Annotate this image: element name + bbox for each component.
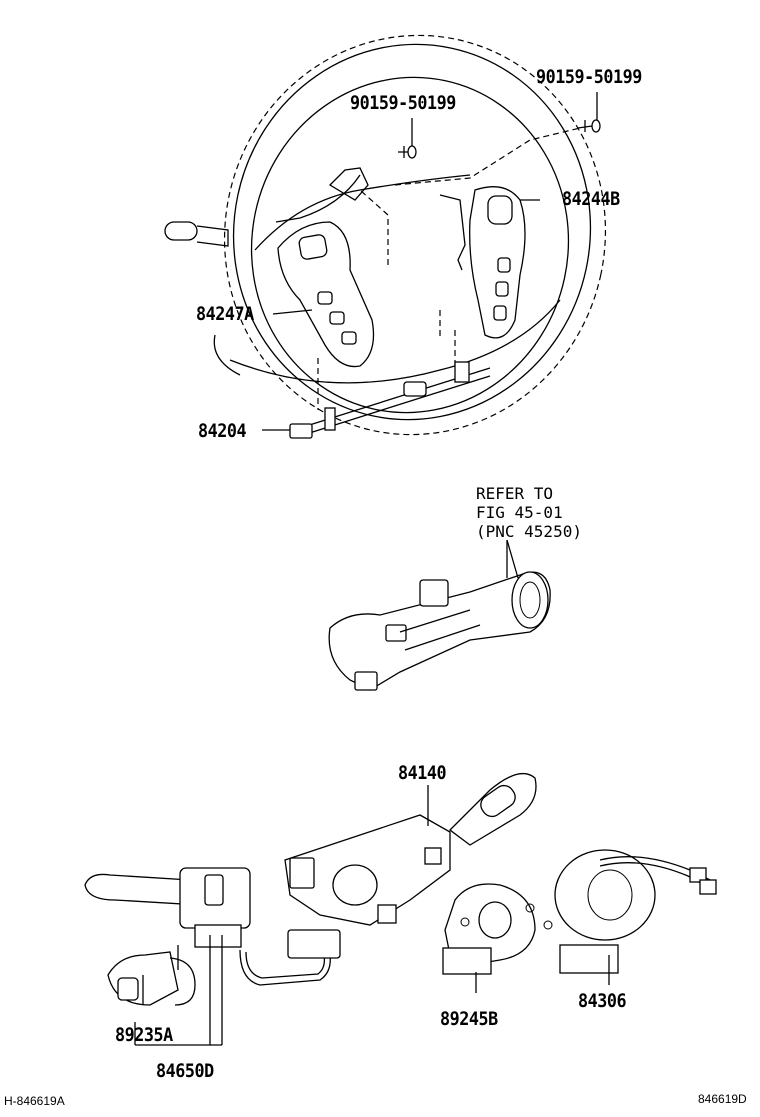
refer-note-line-3: (PNC 45250)	[476, 522, 582, 541]
label-switch-right: 84244B	[562, 188, 620, 210]
refer-note-line-1: REFER TO	[476, 484, 554, 503]
label-sensor-lower: 89235A	[115, 1024, 173, 1046]
label-steering-sensor: 89245B	[440, 1008, 498, 1030]
label-wire-harness: 84204	[198, 420, 247, 442]
label-bolt-left: 90159-50199	[350, 92, 456, 114]
steering-column-illustration	[328, 539, 551, 691]
label-wiper-switch: 84650D	[156, 1060, 214, 1082]
leader-lines	[134, 92, 610, 1046]
combination-switch-illustration	[84, 772, 717, 1006]
label-switch-left: 84247A	[196, 303, 254, 325]
steering-wheel-illustration	[164, 34, 607, 439]
footer-left-code: H-846619A	[4, 1094, 65, 1108]
label-bolt-right: 90159-50199	[536, 66, 642, 88]
label-combination-switch: 84140	[398, 762, 447, 784]
footer-right-code: 846619D	[698, 1092, 747, 1106]
label-clock-spring: 84306	[578, 990, 627, 1012]
refer-note-line-2: FIG 45-01	[476, 503, 563, 522]
label-refer-note: REFER TO FIG 45-01 (PNC 45250)	[476, 484, 582, 541]
